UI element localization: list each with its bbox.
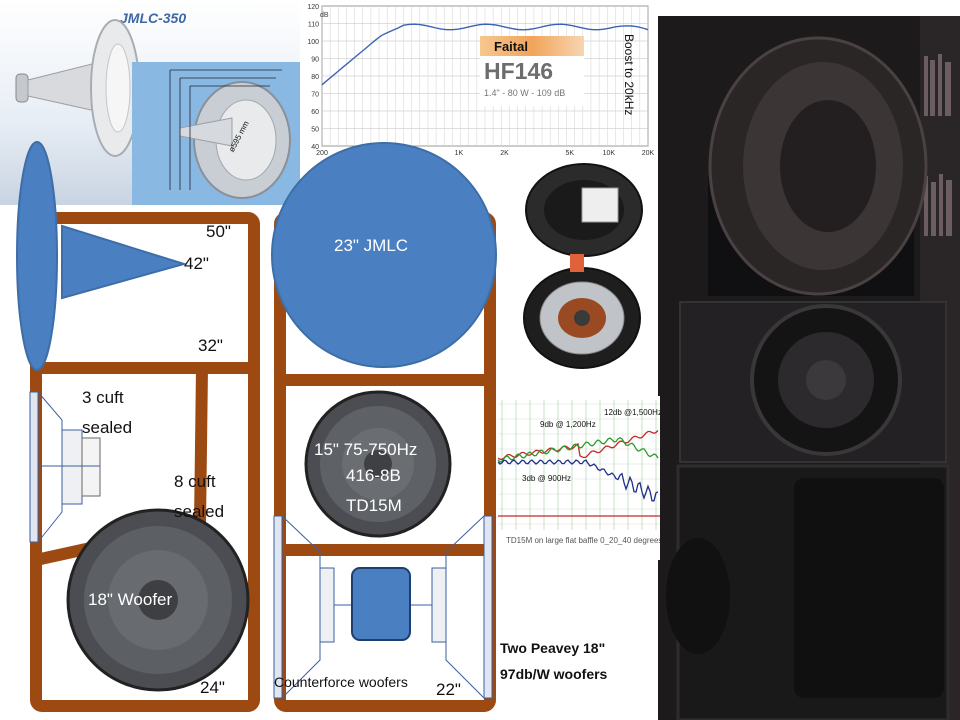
td15m-plot <box>497 400 660 530</box>
jmlc-350-image: JMLC-350 ø595 mm <box>0 0 300 205</box>
room-photo-illustration <box>658 16 960 720</box>
faital-brand: Faital <box>494 39 528 54</box>
counterforce-magnet-block <box>351 567 411 641</box>
jmlc-350-title: JMLC-350 <box>120 10 187 26</box>
td15m-response-chart: 12db @1,500Hz 9db @ 1,200Hz 3db @ 900Hz … <box>494 396 660 560</box>
td-curve-0deg <box>497 430 659 460</box>
dim-32-label: 32" <box>198 336 223 355</box>
y-tick-label: 120 <box>307 4 319 11</box>
cuft8-line2: sealed <box>174 502 225 521</box>
speaker-room-photo <box>658 16 960 720</box>
side-woofer-3cuft <box>29 391 101 543</box>
counterforce-label: Counterforce woofers <box>274 674 408 690</box>
x-tick-label: 2K <box>500 150 509 157</box>
woofer-18-label: 18" Woofer <box>88 590 173 609</box>
y-tick-label: 60 <box>311 109 319 116</box>
faital-spec: 1.4" - 80 W - 109 dB <box>484 88 566 98</box>
cuft8-line1: 8 cuft <box>174 472 216 491</box>
y-tick-label: 110 <box>308 22 319 29</box>
td15m-caption: TD15M on large flat baffle 0_20_40 degre… <box>506 536 660 545</box>
y-tick-label: 80 <box>311 74 319 81</box>
x-tick-label: 200 <box>316 150 328 157</box>
peavey-line2: 97db/W woofers <box>500 666 608 682</box>
dim-22-label: 22" <box>436 680 461 699</box>
horn-profile-ellipse <box>16 141 58 371</box>
td15m-ann-9db: 9db @ 1,200Hz <box>540 420 596 429</box>
y-tick-label: 70 <box>311 92 319 99</box>
cuft3-line2: sealed <box>82 418 133 437</box>
woofer-18-front <box>66 508 250 692</box>
dim-50-label: 50" <box>206 222 231 241</box>
x-tick-label: 5K <box>565 150 574 157</box>
dim-42-label: 42" <box>184 254 209 273</box>
x-tick-label: 10K <box>603 150 616 157</box>
jmlc-label: 23" JMLC <box>334 236 409 255</box>
faital-model: HF146 <box>484 58 554 84</box>
td15m-ann-3db: 3db @ 900Hz <box>522 474 572 483</box>
y-tick-label: 50 <box>311 127 319 134</box>
td15m-ann-12db: 12db @1,500Hz <box>604 408 660 417</box>
horn-profile-triangle <box>61 224 188 300</box>
mid-line1: 15" 75-750Hz <box>314 440 418 459</box>
y-tick-label: 40 <box>311 144 319 151</box>
jmlc-horn-illustration <box>15 19 300 205</box>
compression-driver-photo <box>512 158 658 386</box>
mid-line2: 416-8B <box>346 466 401 485</box>
y-unit-label: dB <box>320 12 329 19</box>
compression-driver-illustration <box>523 163 643 369</box>
dim-24-label: 24" <box>200 678 225 697</box>
x-tick-label: 20K <box>642 150 655 157</box>
y-tick-label: 90 <box>311 57 319 64</box>
mid-line3: TD15M <box>346 496 402 515</box>
y-tick-label: 100 <box>307 39 319 46</box>
faital-badge: Faital HF146 1.4" - 80 W - 109 dB <box>480 36 584 106</box>
jmlc-circle <box>271 142 497 368</box>
peavey-line1: Two Peavey 18" <box>500 640 606 656</box>
cuft3-line1: 3 cuft <box>82 388 124 407</box>
td-curve-40deg <box>497 459 659 502</box>
x-tick-label: 1K <box>455 150 464 157</box>
mid-woofer-15-front <box>304 390 452 538</box>
response-curve <box>321 23 649 86</box>
td-curve-20deg <box>497 436 659 463</box>
